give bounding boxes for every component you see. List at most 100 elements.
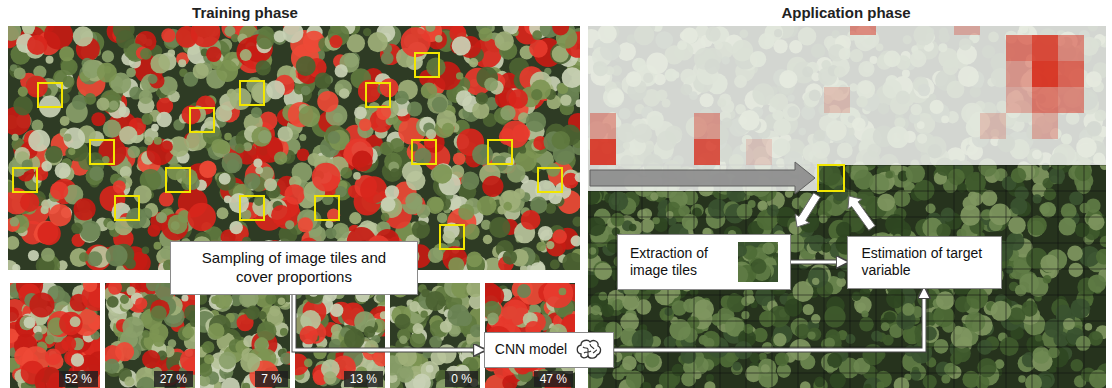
marked-tree-crown (115, 342, 134, 361)
marked-tree-crown (453, 152, 466, 165)
tree-crown (349, 212, 361, 224)
tree-crown (385, 185, 399, 199)
tree-crown (464, 224, 480, 240)
tree-crown (65, 148, 76, 159)
marked-tree-crown (27, 35, 47, 55)
tree-crown (432, 97, 448, 113)
tree-crown (280, 353, 290, 365)
tree-crown (364, 326, 376, 338)
tree-crown (308, 153, 321, 166)
tree-crown (368, 32, 388, 52)
tree-crown (546, 241, 554, 249)
tree-crown (325, 228, 336, 239)
tree-crown (28, 250, 39, 261)
tree-crown (1032, 194, 1041, 203)
marked-tree-crown (199, 161, 216, 178)
tree-crown (202, 341, 214, 353)
marked-tree-crown (15, 315, 37, 337)
tree-crown (46, 56, 54, 64)
marked-tree-crown (298, 217, 313, 232)
tree-crown (395, 91, 409, 105)
marked-tree-crown (73, 198, 95, 220)
tree-crown (432, 164, 452, 184)
tree-crown (269, 305, 280, 316)
tree-crown (12, 264, 20, 270)
tree-crown (414, 148, 431, 165)
tree-crown (86, 167, 104, 185)
tree-crown (407, 101, 422, 116)
tree-crown (472, 144, 493, 165)
tree-crown (134, 185, 152, 203)
tree-crown (84, 93, 96, 105)
tree-crown (452, 36, 471, 55)
marked-tree-crown (113, 180, 126, 193)
marked-tree-crown (26, 76, 48, 98)
marked-tree-crown (501, 120, 529, 148)
tree-crown (151, 305, 167, 321)
tree-crown (280, 328, 288, 336)
tree-crown (178, 59, 186, 67)
tree-crown (285, 220, 294, 229)
tree-crown (483, 235, 492, 244)
tree-crown (575, 172, 580, 182)
tree-crown (140, 48, 152, 60)
tree-crown (45, 335, 54, 344)
tree-crown (204, 354, 214, 364)
marked-tree-crown (161, 140, 173, 152)
tree-crown (73, 26, 93, 46)
image-region (105, 283, 195, 388)
tree-crown (517, 284, 531, 298)
canopy-ground (390, 283, 480, 388)
tree-crown (24, 317, 36, 329)
tree-crown (41, 199, 51, 209)
tree-crown (299, 105, 320, 126)
canopy-ground (105, 283, 195, 388)
tree-crown (156, 112, 172, 128)
tree-crown (71, 353, 84, 366)
tree-crown (344, 328, 365, 349)
tree-crown (466, 283, 480, 297)
tree-crown (107, 221, 116, 230)
tree-crown (255, 337, 268, 350)
tree-crown (229, 221, 242, 234)
tree-crown (410, 332, 426, 348)
tree-crown (340, 167, 352, 179)
tree-crown (45, 146, 62, 163)
tree-crown (972, 173, 980, 181)
tree-crown (216, 171, 236, 191)
tree-crown (193, 63, 209, 79)
sample-square (240, 81, 264, 105)
tree-crown (266, 80, 285, 99)
tree-crown (255, 167, 263, 175)
marked-tree-crown (359, 118, 372, 131)
tree-crown (466, 252, 482, 268)
tree-crown (55, 162, 71, 178)
image-region (8, 26, 580, 270)
tree-crown (22, 26, 36, 33)
tree-crown (562, 67, 580, 88)
tree-crown (282, 26, 303, 43)
tree-crown (347, 34, 365, 52)
tree-crown (154, 137, 162, 145)
marked-tree-crown (83, 283, 97, 292)
tree-crown (265, 293, 276, 304)
tree-crown (219, 352, 237, 370)
image-region (588, 26, 1106, 388)
tree-crown (109, 101, 119, 111)
tree-crown (1018, 375, 1025, 382)
marked-tree-crown (206, 47, 221, 62)
tree-crown (12, 134, 19, 141)
tree-crown (8, 236, 19, 250)
tree-crown (105, 359, 119, 374)
sample-square (166, 168, 190, 192)
tree-crown (429, 336, 442, 349)
tree-crown (327, 131, 340, 144)
tree-crown (503, 202, 512, 211)
tree-crown (222, 152, 243, 173)
tree-crown (277, 126, 293, 142)
marked-tree-crown (180, 349, 195, 372)
tree-crown (353, 172, 361, 180)
tree-crown (469, 58, 478, 67)
tree-crown (242, 383, 250, 388)
tree-crown (251, 126, 271, 146)
